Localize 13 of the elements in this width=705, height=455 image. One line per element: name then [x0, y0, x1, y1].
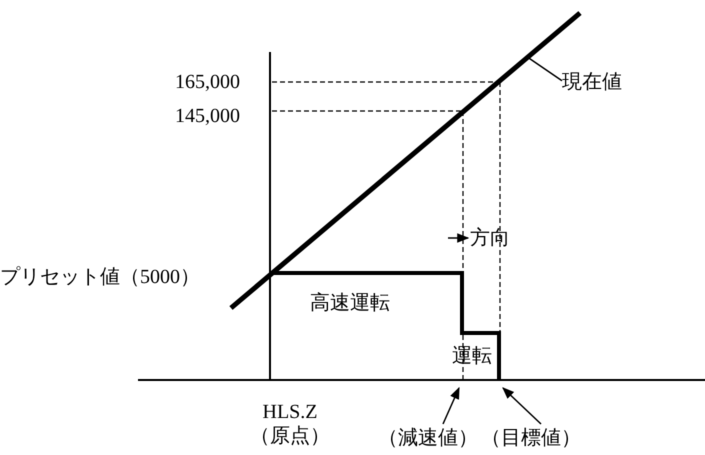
origin-label: HLS.Z （原点）: [250, 400, 330, 448]
leader-line: [527, 56, 562, 82]
axis-value: 165,000: [174, 70, 240, 94]
preset-value-label: プリセット値（5000）: [0, 265, 200, 289]
region-label: 高速運転: [310, 291, 390, 315]
arrow: [442, 386, 460, 424]
arrow: [502, 387, 542, 425]
value-label: （目標値）: [481, 426, 581, 450]
direction-label: 方向: [470, 226, 510, 250]
region-label: 運転: [452, 346, 492, 366]
axis-value: 145,000: [174, 104, 240, 128]
value-label: 現在値: [562, 70, 622, 94]
value-label: （減速値）: [378, 426, 478, 450]
